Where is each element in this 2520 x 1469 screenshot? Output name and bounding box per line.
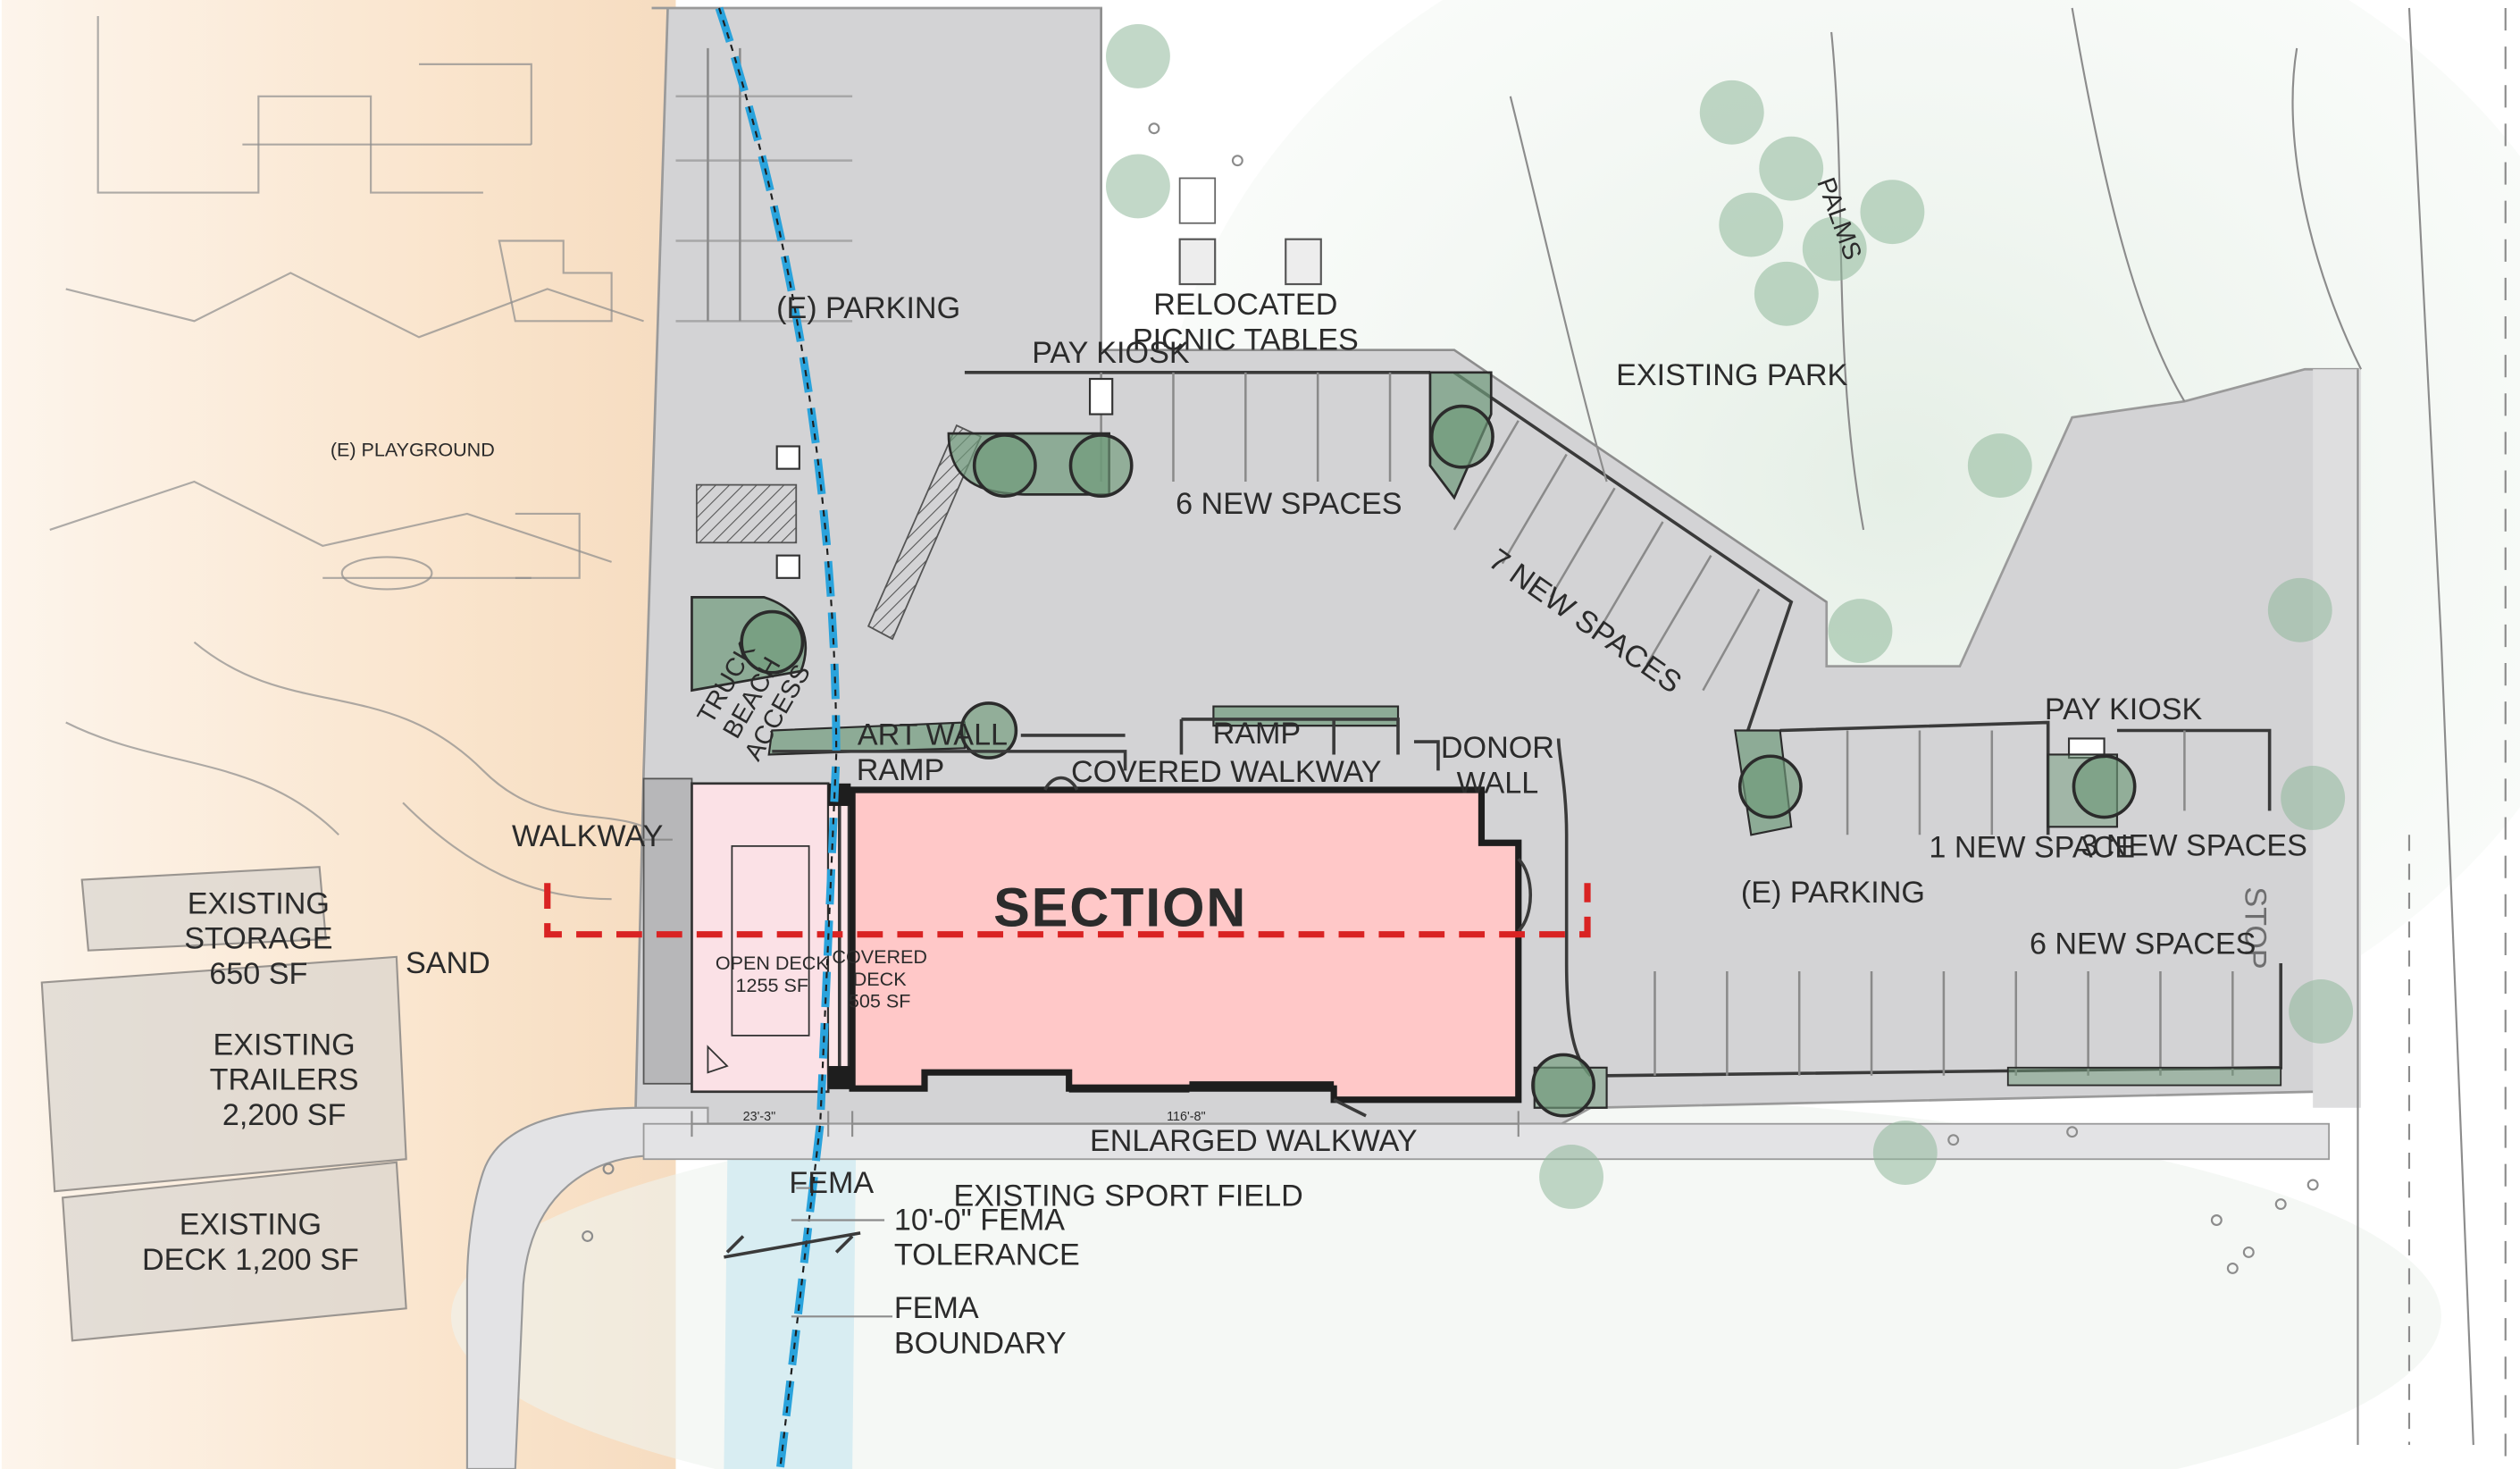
accessible-space-icon — [775, 554, 800, 579]
leader-lines — [632, 838, 893, 1318]
label-existing-sport-field: EXISTING SPORT FIELD — [954, 1179, 1303, 1213]
tree-icon — [1802, 216, 1867, 281]
section-cut-line — [544, 883, 1591, 938]
label-fema: FEMA — [789, 1166, 874, 1200]
picnic-tables — [1178, 177, 1322, 286]
label-ramp-lower: RAMP — [857, 753, 945, 787]
tree-icon — [2267, 577, 2332, 642]
enlarged-walkway — [642, 1122, 2331, 1161]
accessible-space-icon — [775, 445, 800, 470]
tree-icon — [972, 433, 1037, 498]
tree-icon — [1967, 433, 2032, 498]
existing-deck-building — [62, 1161, 407, 1342]
label-e-parking-north: (E) PARKING — [776, 291, 960, 325]
label-sand: SAND — [406, 946, 490, 980]
new-trees — [740, 404, 2137, 1118]
label-six-new-spaces-east: 6 NEW SPACES — [2030, 927, 2256, 961]
tree-icon — [1429, 404, 1494, 469]
existing-playground-linework — [49, 15, 661, 901]
label-truck-beach-access: TRUCKBEACHACCESS — [688, 630, 816, 765]
tree-icon — [1872, 1121, 1938, 1185]
tree-icon — [1106, 154, 1170, 219]
column — [828, 1066, 851, 1089]
label-ramp-upper: RAMP — [1213, 717, 1302, 751]
tree-icon — [1754, 261, 1819, 326]
label-walkway: WALKWAY — [512, 819, 664, 853]
tree-icon — [1106, 23, 1170, 88]
label-one-new-space: 1 NEW SPACE — [1929, 830, 2135, 864]
park-trees — [1106, 23, 2354, 1209]
existing-storage-building — [80, 866, 327, 952]
picnic-table-relocated — [1178, 177, 1217, 224]
tree-icon — [1860, 180, 1925, 245]
parking-north-lot — [675, 47, 983, 641]
accessible-aisle-hatch — [695, 483, 798, 544]
label-existing-park: EXISTING PARK — [1616, 358, 1847, 392]
label-stop: STOP — [2239, 886, 2273, 969]
sport-field-zone — [451, 1091, 2441, 1469]
tree-icon — [1719, 192, 1784, 257]
tree-icon — [1539, 1145, 1603, 1209]
picnic-table — [1178, 238, 1217, 286]
tree-icon — [1699, 80, 1764, 145]
triangle-icon — [707, 1045, 729, 1074]
tree-icon — [1737, 754, 1803, 819]
tree-icon — [1759, 136, 1824, 201]
label-e-parking-east: (E) PARKING — [1741, 876, 1925, 910]
dimension-lines — [691, 1111, 1520, 1137]
parking-stalls-north — [964, 371, 1794, 732]
label-enlarged-walkway: ENLARGED WALKWAY — [1090, 1124, 1418, 1158]
label-playground: (E) PLAYGROUND — [331, 438, 495, 460]
pay-kiosk-north-icon — [1088, 377, 1114, 416]
tree-icon — [2072, 754, 2137, 819]
label-six-new-spaces-north: 6 NEW SPACES — [1176, 487, 1402, 521]
tree-icon — [1068, 433, 1134, 498]
label-dimension-building: 116'-8" — [1167, 1110, 1205, 1124]
tree-icon — [2289, 979, 2354, 1044]
label-dimension-deck: 23'-3" — [743, 1110, 776, 1124]
existing-buildings — [40, 866, 407, 1342]
label-three-new-spaces: 3 NEW SPACES — [2080, 829, 2307, 863]
label-art-wall: ART WALL — [858, 718, 1008, 752]
tree-icon — [1531, 1053, 1596, 1118]
fema-boundary-centerline — [717, 7, 838, 1469]
site-markers — [582, 122, 2319, 1274]
label-covered-walkway: COVERED WALKWAY — [1071, 755, 1382, 789]
sidewalk-curve — [465, 1106, 709, 1469]
tree-icon — [1828, 599, 1893, 664]
tree-icon — [2281, 766, 2346, 830]
tree-icon — [959, 701, 1018, 760]
main-building — [849, 776, 1533, 1118]
label-pay-kiosk-north: PAY KIOSK — [1032, 336, 1190, 370]
picnic-table — [1285, 238, 1322, 286]
label-pay-kiosk-east: PAY KIOSK — [2045, 693, 2203, 726]
existing-trailers-building — [40, 955, 407, 1193]
tree-icon — [740, 609, 805, 675]
fema-tolerance-marker — [724, 1231, 861, 1259]
label-section: SECTION — [993, 877, 1247, 938]
street-east — [2357, 7, 2507, 1469]
